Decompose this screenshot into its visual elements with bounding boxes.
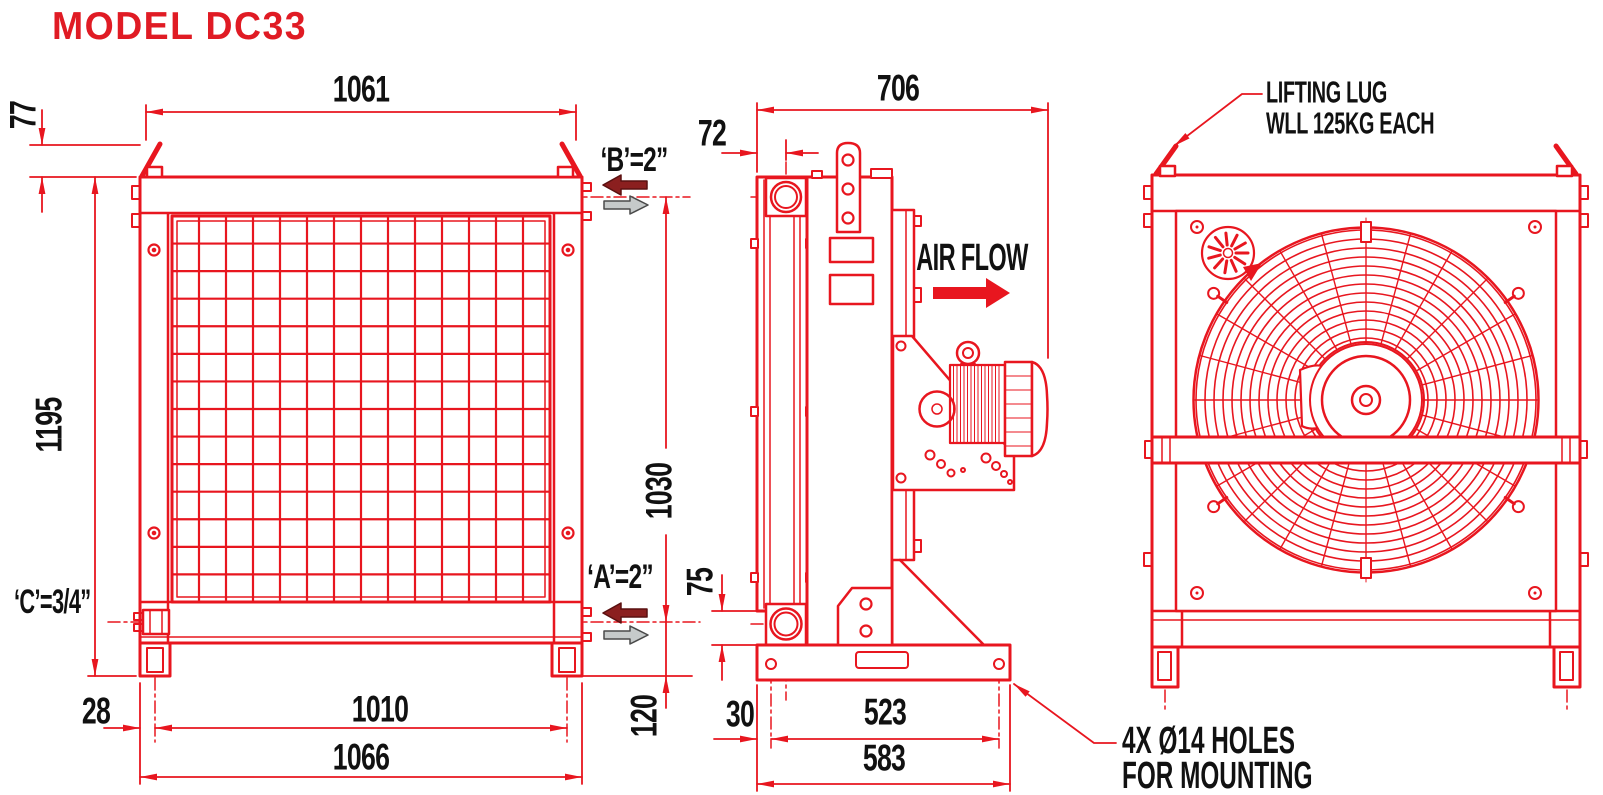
coil-grid [170, 214, 552, 604]
side-view [711, 102, 1049, 792]
port-b-flow-out-arrow [603, 195, 649, 215]
dim-foot-centres: 1010 [351, 688, 409, 730]
lifting-lug-side [835, 141, 862, 234]
frame-bolts [147, 243, 575, 540]
dim-base-depth: 583 [862, 737, 906, 779]
dim-port-offset: 72 [697, 112, 727, 154]
dim-core-to-base: 75 [679, 567, 721, 597]
side-port-top [764, 176, 808, 218]
port-a-flow-in-arrow [602, 602, 648, 624]
lifting-lug [139, 141, 163, 179]
panel-screws [1190, 220, 1542, 600]
rear-view [1013, 93, 1589, 744]
fan-guard [1192, 226, 1540, 574]
dim-foot-inset: 28 [81, 690, 111, 732]
air-flow-arrow [933, 278, 1010, 308]
mounting-hole [993, 658, 1005, 670]
dim-hole-centres: 523 [863, 691, 907, 733]
air-flow-label: AIR FLOW [916, 237, 1028, 279]
lifting-lug-leader [1173, 93, 1263, 147]
dim-overall-width: 1066 [332, 736, 390, 778]
dim-overall-height: 1195 [28, 397, 70, 453]
dim-overall-depth: 706 [876, 67, 920, 109]
front-dimensions [29, 104, 693, 785]
port-a-flow-out-arrow [603, 625, 649, 645]
base-plate [755, 643, 1012, 682]
port-a [581, 607, 592, 642]
lifting-lug [559, 141, 583, 179]
side-dimensions [711, 102, 1049, 792]
dim-connection-to-base: 120 [623, 694, 665, 738]
mounting-holes-leader [1013, 683, 1117, 744]
motor [918, 360, 1049, 458]
port-c-label: ‘C’=3/4” [14, 583, 91, 621]
junction-box [828, 273, 875, 306]
junction-box [828, 236, 875, 264]
front-view [29, 104, 701, 785]
port-b-flow-in-arrow [602, 174, 648, 196]
port-b [581, 182, 592, 221]
drawing-title: MODEL DC33 [52, 5, 308, 48]
mounting-callout-line1: 4X Ø14 HOLES [1122, 720, 1296, 762]
mounting-callout-line2: FOR MOUNTING [1122, 755, 1313, 795]
dim-core-width: 1061 [332, 68, 390, 110]
lifting-lug-callout-line2: WLL 125KG EACH [1266, 105, 1435, 141]
dim-lug-drop: 77 [2, 100, 44, 130]
port-b-label: ‘B’=2” [600, 141, 668, 179]
dim-connection-span: 1030 [638, 462, 680, 520]
rotation-direction-icon [1200, 225, 1262, 281]
dim-hole-edge-offset: 30 [725, 693, 755, 735]
port-c [133, 608, 171, 636]
port-a-label: ‘A’=2” [587, 558, 653, 596]
side-port-bottom [764, 602, 808, 647]
support-bar [1144, 435, 1588, 465]
mounting-hole [765, 658, 777, 670]
lifting-lug-callout-line1: LIFTING LUG [1266, 74, 1388, 110]
